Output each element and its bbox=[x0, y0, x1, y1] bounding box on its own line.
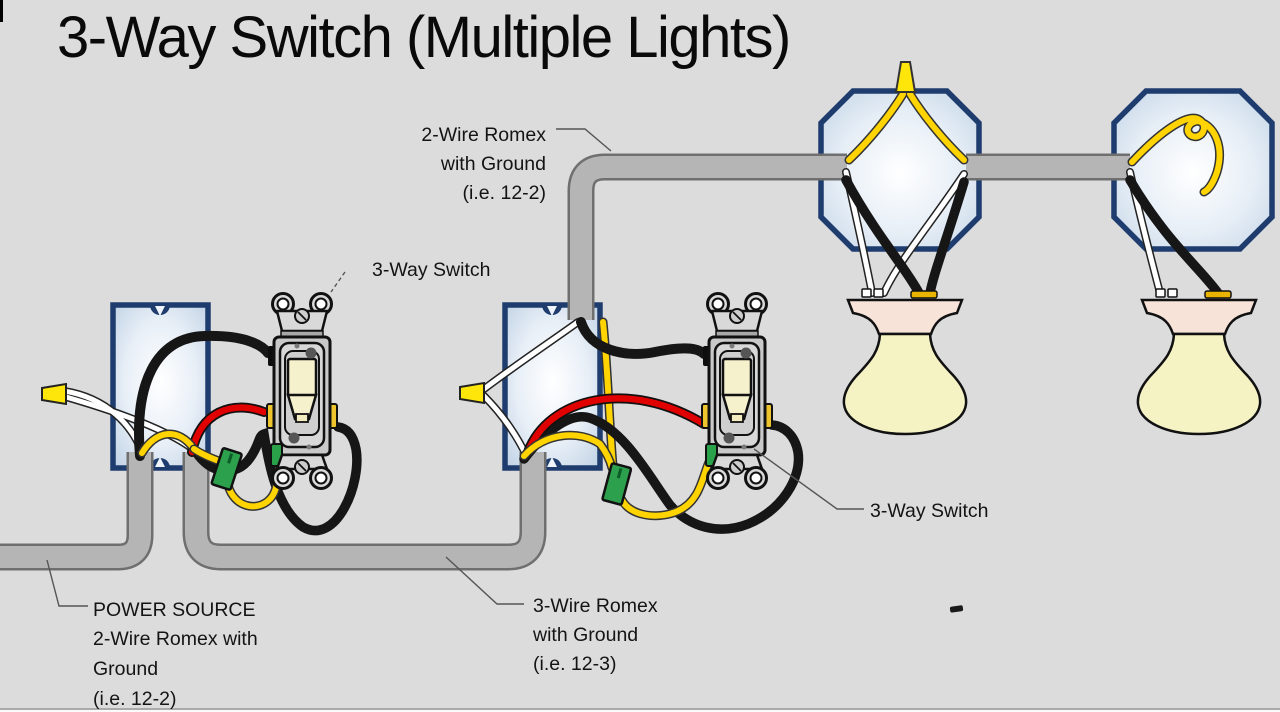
annotation-line: (i.e. 12-2) bbox=[463, 182, 546, 204]
power-source-cable bbox=[0, 452, 151, 568]
ground-wire-connector bbox=[894, 61, 917, 93]
annotation-line: 3-Wire Romex bbox=[533, 595, 658, 617]
annotation-line: 2-Wire Romex bbox=[421, 124, 546, 146]
annotation-line: POWER SOURCE bbox=[93, 599, 256, 621]
leader-romex3-bottom bbox=[445, 556, 524, 605]
hot-black-wire bbox=[134, 330, 273, 461]
page-title: 3-Way Switch (Multiple Lights) bbox=[57, 5, 790, 70]
traveler-black-wire bbox=[191, 422, 362, 535]
ground-pigtail-yellow-wire bbox=[1129, 115, 1223, 195]
switch2-label: 3-Way Switch bbox=[870, 500, 988, 522]
bottom-edge-strip bbox=[0, 710, 1280, 712]
leader-power-source bbox=[46, 559, 88, 607]
leader-lines bbox=[46, 128, 864, 607]
annotation-line: (i.e. 12-2) bbox=[93, 688, 176, 710]
ground-yellow-wire bbox=[139, 431, 197, 456]
annotation-power-source: POWER SOURCE 2-Wire Romex with Ground (i… bbox=[93, 599, 258, 710]
edge-tick bbox=[0, 0, 3, 22]
annotation-line: with Ground bbox=[532, 624, 638, 646]
leader-romex2-top bbox=[556, 128, 612, 152]
annotation-line: with Ground bbox=[440, 153, 546, 175]
stray-mark bbox=[949, 605, 964, 613]
box2-wires bbox=[480, 317, 804, 534]
wire-nut-1 bbox=[41, 382, 67, 406]
annotation-line: 2-Wire Romex with bbox=[93, 628, 258, 650]
switch1-label: 3-Way Switch bbox=[372, 259, 490, 281]
annotation-line: (i.e. 12-3) bbox=[533, 653, 616, 675]
wire-nut-2 bbox=[459, 381, 485, 405]
neutral-white-wire bbox=[481, 319, 581, 392]
ground-crimp-1 bbox=[210, 447, 243, 491]
hot-black-wire bbox=[841, 175, 924, 298]
ground-yellow-wire bbox=[846, 91, 906, 163]
two-wire-romex-to-light-cable bbox=[570, 156, 847, 320]
ground-crimp-2 bbox=[601, 462, 633, 506]
annotation-line: Ground bbox=[93, 658, 158, 680]
leader-switch2 bbox=[753, 448, 864, 510]
traveler-red-wire bbox=[188, 404, 268, 456]
annotation-romex3-bottom: 3-Wire Romex with Ground (i.e. 12-3) bbox=[532, 595, 658, 675]
octagon1-wires bbox=[841, 89, 969, 298]
hot-black-wire bbox=[1125, 175, 1223, 298]
hot-black-wire bbox=[576, 317, 709, 359]
romex-cables bbox=[0, 153, 1130, 571]
three-wire-romex-cable bbox=[185, 452, 544, 568]
traveler-black-wire bbox=[519, 412, 804, 534]
traveler-red-wire bbox=[524, 395, 708, 456]
annotation-romex2-top: 2-Wire Romex with Ground (i.e. 12-2) bbox=[421, 124, 546, 204]
box1-wires bbox=[60, 330, 362, 535]
octagon2-wires bbox=[1125, 113, 1224, 298]
